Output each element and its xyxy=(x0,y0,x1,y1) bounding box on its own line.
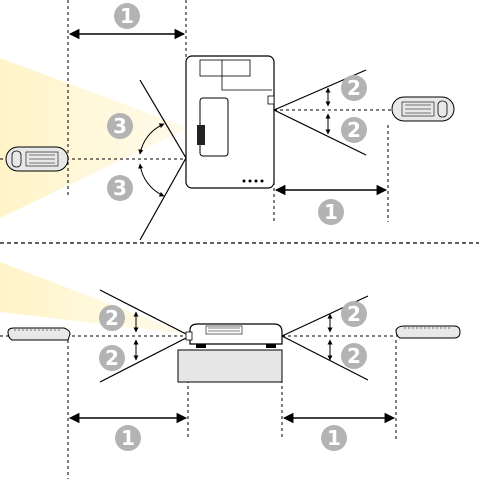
svg-text:2: 2 xyxy=(347,344,361,368)
horizontal-angle-callout: 3 xyxy=(107,175,133,201)
angle-arc xyxy=(140,164,164,196)
vertical-angle-callout: 2 xyxy=(341,343,367,369)
vertical-angle-callout: 2 xyxy=(99,345,125,371)
svg-text:2: 2 xyxy=(347,302,361,326)
svg-text:1: 1 xyxy=(324,200,338,224)
distance-callout: 1 xyxy=(321,425,347,451)
svg-text:1: 1 xyxy=(120,4,134,28)
distance-callout: 1 xyxy=(114,3,140,29)
remote-control xyxy=(6,147,68,171)
light-beam xyxy=(0,262,188,334)
vertical-angle-callout: 2 xyxy=(99,305,125,331)
remote-control xyxy=(392,97,454,121)
vertical-angle-callout: 2 xyxy=(341,75,367,101)
svg-text:2: 2 xyxy=(105,306,119,330)
remote-control xyxy=(8,328,70,340)
remote-control xyxy=(396,326,460,338)
svg-text:1: 1 xyxy=(327,426,341,450)
svg-text:3: 3 xyxy=(113,114,127,138)
distance-callout: 1 xyxy=(318,199,344,225)
distance-callout: 1 xyxy=(115,425,141,451)
svg-text:2: 2 xyxy=(347,118,361,142)
projector-top-view xyxy=(186,56,274,188)
svg-text:2: 2 xyxy=(347,76,361,100)
top-view-panel: 1 1 3 3 xyxy=(0,0,454,240)
horizontal-angle-callout: 3 xyxy=(107,113,133,139)
pedestal xyxy=(178,350,282,382)
projector-side-view xyxy=(186,324,282,348)
vertical-angle-callout: 2 xyxy=(341,117,367,143)
svg-text:1: 1 xyxy=(121,426,135,450)
svg-text:2: 2 xyxy=(105,346,119,370)
side-view-panel: 1 1 2 2 xyxy=(0,262,460,479)
angle-ray xyxy=(140,158,186,240)
vertical-angle-callout: 2 xyxy=(341,301,367,327)
svg-text:3: 3 xyxy=(113,176,127,200)
